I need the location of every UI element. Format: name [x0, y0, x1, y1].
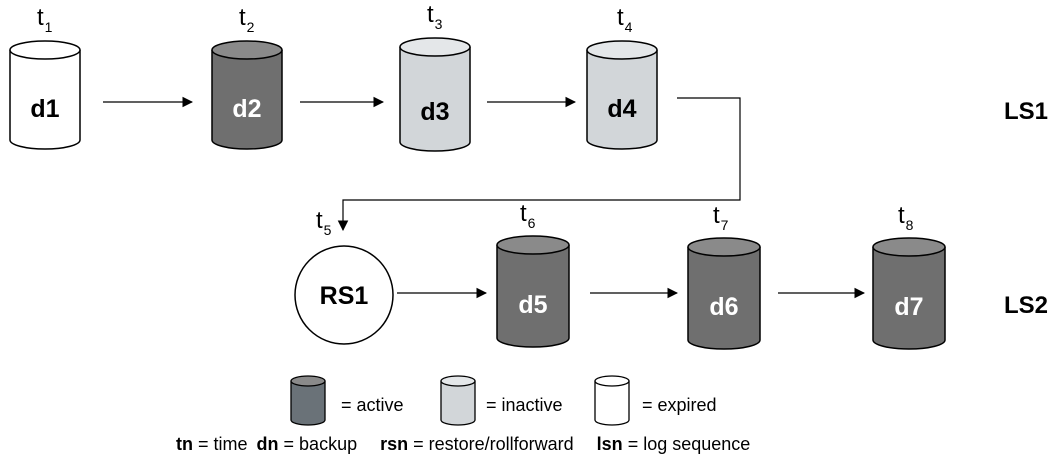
time-label-t8: t8: [898, 202, 914, 233]
backup-label-d3: d3: [420, 98, 449, 126]
legend-inactive-label: = inactive: [486, 395, 563, 415]
time-label-t7: t7: [713, 202, 729, 233]
backup-label-d2: d2: [232, 95, 261, 123]
legend-active-swatch: [290, 375, 326, 426]
key-def-lsn: = log sequence: [628, 434, 751, 454]
time-label-t1: t1: [37, 4, 53, 35]
time-label-t6: t6: [520, 200, 536, 231]
log-sequence-label-ls2: LS2: [1004, 292, 1048, 319]
backup-label-d7: d7: [894, 293, 923, 321]
backup-cylinder-d5: d5: [496, 235, 570, 348]
backup-cylinder-d2: d2: [211, 40, 283, 150]
backup-label-d4: d4: [607, 95, 636, 123]
time-label-t5: t5: [316, 207, 332, 238]
backup-label-d6: d6: [709, 293, 738, 321]
key-def-tn: = time: [198, 434, 248, 454]
key-term-lsn: lsn: [597, 434, 623, 454]
key-line: tn= time dn= backup rsn= restore/rollforwa…: [176, 434, 750, 454]
key-term-rsn: rsn: [380, 434, 408, 454]
restore-label-rs1: RS1: [320, 282, 369, 310]
legend-active-label: = active: [341, 395, 404, 415]
backup-cylinder-d4: d4: [586, 40, 658, 150]
time-label-t4: t4: [617, 4, 633, 35]
legend-expired-swatch: [594, 375, 630, 426]
time-label-t3: t3: [427, 1, 443, 32]
backup-cylinder-d1: d1: [9, 40, 81, 150]
key-term-tn: tn: [176, 434, 193, 454]
backup-label-d5: d5: [518, 291, 547, 319]
arrow-d4-to-rs1: [337, 97, 741, 232]
key-def-rsn: = restore/rollforward: [413, 434, 574, 454]
backup-label-d1: d1: [30, 95, 59, 123]
legend-inactive-swatch: [440, 375, 476, 426]
key-term-dn: dn: [257, 434, 279, 454]
backup-cylinder-d6: d6: [687, 237, 761, 350]
backup-cylinder-d3: d3: [399, 37, 471, 152]
backup-cylinder-d7: d7: [872, 237, 946, 350]
log-sequence-label-ls1: LS1: [1004, 98, 1048, 125]
key-def-dn: = backup: [284, 434, 358, 454]
restore-circle-rs1: RS1: [294, 245, 394, 345]
legend-expired-label: = expired: [642, 395, 717, 415]
time-label-t2: t2: [239, 4, 255, 35]
